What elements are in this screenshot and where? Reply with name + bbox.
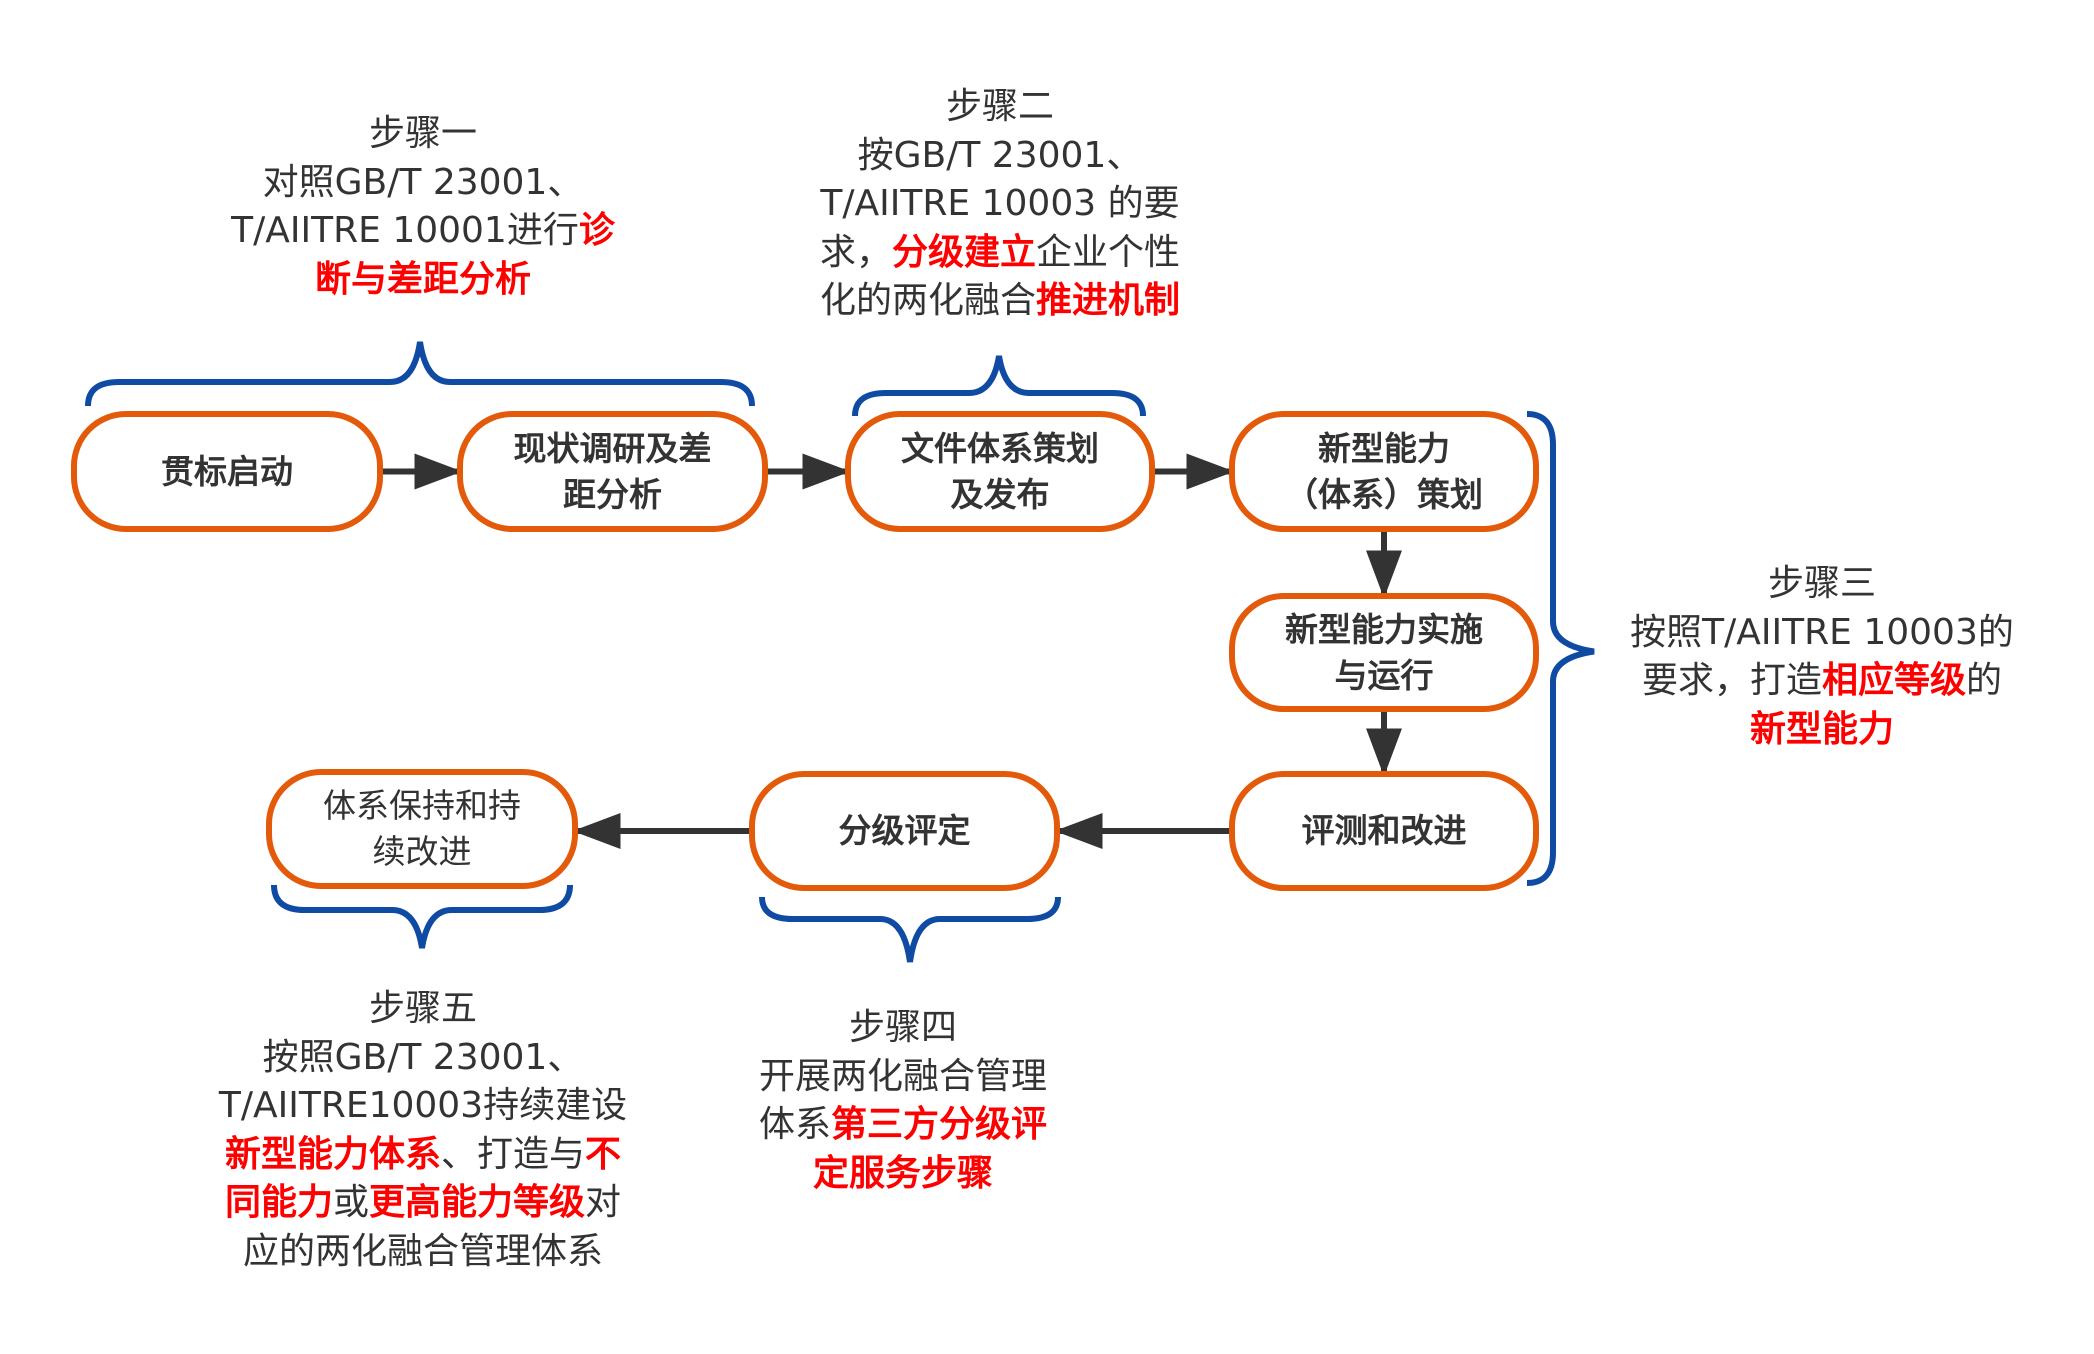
highlighted-text: 同能力	[224, 1182, 333, 1223]
step-title: 步骤四	[848, 1007, 957, 1048]
step-text-segment: 求，	[819, 231, 892, 273]
node-system-maintenance: 体系保持和持续改进	[269, 772, 575, 886]
node-label-line: 贯标启动	[161, 451, 293, 491]
brace-step-three	[1526, 411, 1595, 886]
highlighted-text: 诊	[578, 210, 615, 251]
node-graded-assessment: 分级评定	[752, 774, 1057, 888]
step-line: T/AIITRE10003持续建设	[219, 1082, 627, 1131]
step-line: T/AIITRE 10001进行诊	[231, 207, 615, 256]
step-two-annotation: 步骤二 按GB/T 23001、T/AIITRE 10003 的要求，分级建立企…	[820, 83, 1180, 326]
step-line: 按照GB/T 23001、	[219, 1034, 627, 1083]
brace-step-one	[85, 341, 755, 407]
highlighted-text: 更高能力等级	[368, 1182, 586, 1223]
node-document-system-planning: 文件体系策划及发布	[848, 414, 1152, 529]
node-new-capability-implementation: 新型能力实施与运行	[1232, 596, 1536, 709]
step-text-segment: T/AIITRE 10003 的要	[820, 183, 1180, 224]
step-text-segment: T/AIITRE10003持续建设	[218, 1085, 628, 1126]
step-four-annotation: 步骤四 开展两化融合管理体系第三方分级评定服务步骤	[759, 1004, 1047, 1198]
step-line: 新型能力	[1630, 706, 2014, 755]
node-box-n8	[266, 769, 578, 889]
step-text-segment: 应的两化融合管理体系	[242, 1230, 604, 1272]
node-evaluation-improvement: 评测和改进	[1232, 774, 1536, 888]
step-text-segment: 或	[332, 1182, 369, 1223]
step-line: 体系第三方分级评	[759, 1101, 1047, 1150]
highlighted-text: 新型能力	[1749, 708, 1895, 750]
step-text-segment: 化的两化融合	[819, 280, 1036, 321]
step-line: 开展两化融合管理	[759, 1053, 1047, 1102]
highlighted-text: 定服务步骤	[812, 1152, 993, 1194]
brace-step-five	[271, 884, 573, 949]
highlighted-text: 断与差距分析	[314, 258, 531, 300]
step-line: 同能力或更高能力等级对	[219, 1179, 627, 1228]
step-text-segment: 的	[1966, 660, 2003, 701]
node-box-n2	[457, 411, 768, 532]
highlighted-text: 第三方分级评	[831, 1104, 1048, 1145]
step-title: 步骤三	[1767, 563, 1877, 604]
step-title: 步骤一	[368, 113, 477, 154]
node-label-line: 与运行	[1334, 655, 1434, 695]
step-text-segment: 开展两化融合管理	[758, 1055, 1047, 1097]
step-line: 应的两化融合管理体系	[219, 1228, 627, 1277]
step-line: 求，分级建立企业个性	[820, 229, 1180, 278]
step-line: 要求，打造相应等级的	[1630, 657, 2014, 706]
node-box-n3	[845, 411, 1155, 532]
node-box-n7	[749, 771, 1060, 891]
node-new-capability-planning: 新型能力 （体系）策划	[1232, 414, 1536, 529]
node-box-n6	[1229, 771, 1539, 891]
step-five-annotation: 步骤五 按照GB/T 23001、 T/AIITRE10003持续建设新型能力体系…	[219, 985, 627, 1276]
step-text-segment: 对照GB/T 23001、	[262, 161, 584, 203]
step-text-segment: 企业个性	[1036, 231, 1181, 273]
step-text-segment: 按照T/AIITRE 10003的	[1630, 611, 2014, 653]
node-box-n5	[1229, 593, 1539, 712]
step-line: 化的两化融合推进机制	[820, 277, 1180, 326]
step-text-segment: 要求，打造	[1641, 660, 1822, 701]
step-line: 按GB/T 23001、	[820, 132, 1180, 181]
node-label-line: 文件体系策划	[901, 428, 1099, 468]
step-title: 步骤二	[945, 86, 1055, 127]
step-three-annotation: 步骤三 按照T/AIITRE 10003的要求，打造相应等级的新型能力	[1630, 560, 2014, 754]
node-box-n1	[71, 411, 383, 532]
step-one-annotation: 步骤一 对照GB/T 23001、T/AIITRE 10001进行诊断与差距分析	[231, 110, 615, 304]
step-title: 步骤五	[368, 988, 478, 1029]
node-label-line: 新型能力实施	[1285, 609, 1483, 649]
step-line: 对照GB/T 23001、	[231, 159, 615, 208]
brace-step-four	[759, 896, 1061, 963]
node-label-line: 分级评定	[838, 811, 971, 850]
node-label-line: 评测和改进	[1301, 811, 1467, 850]
node-label-line: 距分析	[563, 474, 662, 514]
step-text-segment: 对	[585, 1182, 622, 1223]
step-line: 定服务步骤	[759, 1150, 1047, 1199]
step-line: T/AIITRE 10003 的要	[820, 180, 1180, 229]
step-text-segment: 按GB/T 23001、	[857, 134, 1143, 176]
step-line: 按照T/AIITRE 10003的	[1630, 609, 2014, 658]
node-label-line: （体系）策划	[1285, 474, 1483, 514]
node-label-line: 新型能力	[1318, 428, 1450, 468]
node-label-line: 及发布	[950, 474, 1050, 514]
node-label-line: 现状调研及差	[513, 428, 712, 468]
node-kickoff: 贯标启动	[74, 414, 380, 529]
step-text-segment: 、打造与	[440, 1133, 586, 1175]
node-status-research-gap-analysis: 现状调研及差距分析	[460, 414, 765, 529]
highlighted-text: 新型能力体系	[224, 1133, 441, 1175]
highlighted-text: 推进机制	[1035, 280, 1181, 321]
step-text-segment: T/AIITRE 10001进行	[231, 210, 579, 251]
step-line: 新型能力体系、打造与不	[219, 1131, 627, 1180]
node-label-line: 体系保持和持	[323, 786, 521, 825]
node-box-n4	[1229, 411, 1539, 532]
step-line: 断与差距分析	[231, 256, 615, 305]
highlighted-text: 分级建立	[891, 231, 1037, 273]
highlighted-text: 相应等级	[1821, 660, 1967, 701]
highlighted-text: 不	[585, 1133, 622, 1175]
node-label-line: 续改进	[372, 832, 472, 871]
brace-step-two	[852, 355, 1146, 417]
step-text-segment: 体系	[758, 1104, 831, 1145]
step-text-segment: 按照GB/T 23001、	[262, 1036, 584, 1078]
